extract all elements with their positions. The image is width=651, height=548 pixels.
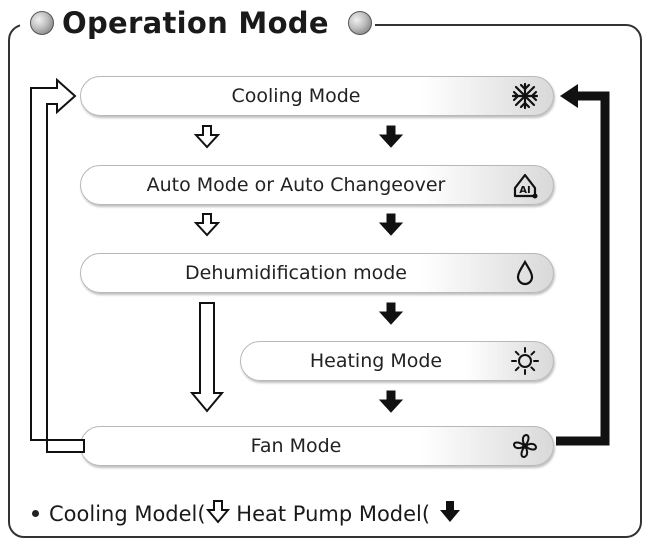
ai-auto-icon: AI — [505, 166, 545, 204]
cooling-model-arrow-1 — [195, 125, 219, 148]
heat-pump-arrow-3 — [379, 302, 403, 325]
legend-cooling-label: Cooling Model( — [49, 502, 206, 526]
heat-pump-arrow-1 — [379, 125, 403, 148]
legend-heat-pump-label: Heat Pump Model( — [236, 502, 431, 526]
title-background — [20, 14, 375, 36]
legend: Cooling Model( Heat Pump Model( — [32, 499, 463, 526]
heating-mode-box: Heating Mode — [240, 341, 554, 381]
heat-pump-arrow-2 — [379, 213, 403, 236]
cooling-loop-arrow — [30, 77, 85, 453]
fan-mode-label: Fan Mode — [250, 435, 342, 457]
heat-pump-loop-arrowhead — [560, 84, 578, 108]
fan-icon — [505, 427, 545, 465]
hollow-arrow-icon — [205, 499, 230, 524]
fan-mode-box: Fan Mode — [80, 426, 554, 466]
solid-arrow-icon — [439, 500, 460, 522]
cooling-model-arrow-2 — [195, 213, 219, 236]
heat-pump-arrow-4 — [379, 390, 403, 413]
dehumidification-mode-label: Dehumidification mode — [185, 262, 407, 284]
heat-pump-loop-line — [556, 91, 610, 446]
heating-mode-label: Heating Mode — [309, 350, 443, 372]
title-right-bullet-icon — [348, 11, 372, 35]
legend-bullet — [32, 510, 39, 517]
svg-text:AI: AI — [519, 185, 530, 196]
dehumidification-mode-box: Dehumidification mode — [80, 253, 554, 293]
sun-icon — [505, 342, 545, 380]
auto-mode-label: Auto Mode or Auto Changeover — [146, 174, 446, 196]
water-drop-icon — [505, 254, 545, 292]
cooling-mode-box: Cooling Mode — [80, 76, 554, 116]
snowflake-icon — [505, 77, 545, 115]
page-title: Operation Mode — [62, 6, 329, 40]
cooling-mode-label: Cooling Mode — [231, 85, 361, 107]
title-left-bullet-icon — [30, 11, 54, 35]
cooling-model-long-arrow — [189, 302, 225, 413]
auto-mode-box: Auto Mode or Auto Changeover AI — [80, 165, 554, 205]
